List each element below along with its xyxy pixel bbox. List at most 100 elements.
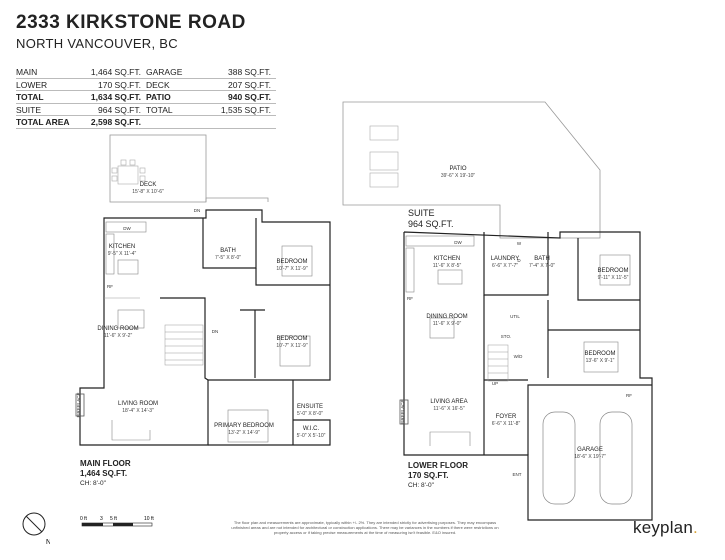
main-bedroom1-label: BEDROOM (276, 259, 307, 265)
primary-bedroom-label: PRIMARY BEDROOM (214, 423, 274, 429)
wic-dim: 5'-0" X 5'-10" (297, 433, 326, 439)
lower-dining-dim: 11'-6" X 9'-0" (433, 321, 462, 327)
main-kitchen-counters (105, 221, 147, 275)
main-floor-caption: MAIN FLOOR 1,464 SQ.FT. CH: 8'-0" (80, 459, 131, 489)
main-kitchen-dim: 9'-5" X 11'-4" (108, 251, 137, 257)
main-dining-label: DINING ROOM (97, 326, 138, 332)
lower-bedroom2-wall (547, 300, 640, 378)
wic-label: W.I.C. (303, 426, 320, 432)
bedroom-divider (255, 268, 330, 286)
up-label: UP (492, 381, 498, 386)
area-value: 2,598 SQ.FT. (90, 117, 141, 127)
patio-furniture (369, 125, 399, 188)
lower-dining-label: DINING ROOM (426, 314, 467, 320)
ensuite-dim: 5'-0" X 8'-0" (297, 411, 323, 417)
area-value: 964 SQ.FT. (98, 104, 141, 115)
ent-label: ENT (513, 472, 522, 477)
lower-living-label: LIVING AREA (430, 399, 467, 405)
deck-steps (205, 197, 269, 202)
bedroom1-bed (281, 245, 313, 277)
main-dn-deck: DN (194, 208, 201, 213)
scale-tick-3: 3 (100, 516, 103, 522)
main-dn-stairs: DN (212, 329, 219, 334)
lower-bed1 (599, 254, 631, 286)
lower-kitchen-counters (405, 235, 475, 293)
lower-bath-dim: 7'-4" X 7'-0" (529, 263, 555, 269)
primary-bed (227, 409, 269, 443)
foyer-wall (483, 295, 528, 455)
keyplan-logo: keyplan. (633, 518, 698, 538)
main-floor-area: 1,464 SQ.FT. (80, 469, 128, 478)
lower-kitchen-label: KITCHEN (434, 256, 460, 262)
ensuite-wall (208, 380, 331, 446)
lower-floor-plan (342, 101, 653, 521)
area-value-secondary: 1,535 SQ.FT. (220, 104, 271, 115)
area-value: 170 SQ.FT. (98, 79, 141, 90)
lower-stairs (487, 344, 509, 382)
laundry-label: LAUNDRY (491, 256, 520, 262)
area-row: SUITE 964 SQ.FT. TOTAL 1,535 SQ.FT. (16, 104, 276, 116)
lower-bedroom1-dim: 9'-11" X 11'-5" (598, 275, 629, 281)
lower-bedroom1-label: BEDROOM (597, 268, 628, 274)
main-stairs (164, 324, 204, 366)
lower-floor-caption: LOWER FLOOR 170 SQ.FT. CH: 8'-0" (408, 461, 468, 491)
util-label: UTIL (510, 314, 520, 319)
main-dw-label: DW (123, 226, 131, 231)
lower-bedroom1-wall (577, 238, 640, 301)
area-label-secondary: PATIO (146, 92, 171, 102)
suite-caption: SUITE 964 SQ.FT. (408, 208, 454, 230)
lower-floor-exterior-wall (403, 231, 653, 521)
row-divider (16, 115, 276, 116)
main-floor-plan (75, 134, 331, 446)
area-label: MAIN (16, 67, 38, 77)
lower-bath-label: BATH (534, 256, 550, 262)
living-sofa (111, 420, 151, 441)
north-label: N (46, 539, 50, 546)
row-divider (16, 90, 276, 91)
main-kitchen-label: KITCHEN (109, 244, 135, 250)
row-divider (16, 102, 276, 104)
lower-bed2 (583, 341, 619, 373)
lower-kitchen-dim: 11'-6" X 8'-5" (433, 263, 462, 269)
garage-dim: 18'-6" X 19'-7" (574, 454, 606, 460)
foyer-label: FOYER (496, 414, 517, 420)
bath-wall (202, 218, 257, 269)
main-dining-table (117, 309, 145, 329)
main-fireplace-box (75, 393, 85, 417)
area-label: SUITE (16, 104, 42, 115)
bedroom2-wall (240, 309, 265, 378)
lower-bedroom2-dim: 13'-6" X 9'-1" (586, 358, 615, 364)
area-label-secondary: TOTAL (146, 104, 173, 115)
main-living-label: LIVING ROOM (118, 401, 158, 407)
garage-rf-label: RF (626, 393, 632, 398)
suite-title: SUITE (408, 208, 435, 218)
lower-dw-label: DW (454, 240, 462, 245)
main-bedroom2-label: BEDROOM (276, 336, 307, 342)
suite-area: 964 SQ.FT. (408, 219, 454, 229)
scale-ruler-icon: 0 ft 3 5 ft 10 ft (80, 516, 154, 527)
lower-bedroom2-label: BEDROOM (584, 351, 615, 357)
property-city: NORTH VANCOUVER, BC (16, 36, 178, 51)
row-divider (16, 77, 276, 79)
disclaimer-text: The floor plan and measurements are appr… (231, 520, 499, 535)
main-rf-label: RF (107, 284, 113, 289)
row-divider (16, 127, 276, 129)
area-label-secondary: DECK (146, 79, 170, 90)
area-value: 1,634 SQ.FT. (90, 92, 141, 102)
lower-living-dim: 11'-6" X 16'-5" (433, 406, 464, 412)
ensuite-label: ENSUITE (297, 404, 323, 410)
main-living-dim: 18'-4" X 14'-3" (122, 408, 154, 414)
patio-label: PATIO (449, 166, 466, 172)
washer-label: W (517, 241, 522, 246)
lower-floor-ceiling: CH: 8'-0" (408, 482, 434, 489)
area-value-secondary: 207 SQ.FT. (228, 79, 271, 90)
lower-dining-table (429, 317, 455, 339)
main-dining-dim: 11'-6" X 9'-2" (104, 333, 133, 339)
deck-outline (109, 134, 207, 203)
main-fireplace-label: FIREPLACE (76, 392, 81, 417)
main-bath-label: BATH (220, 248, 236, 254)
